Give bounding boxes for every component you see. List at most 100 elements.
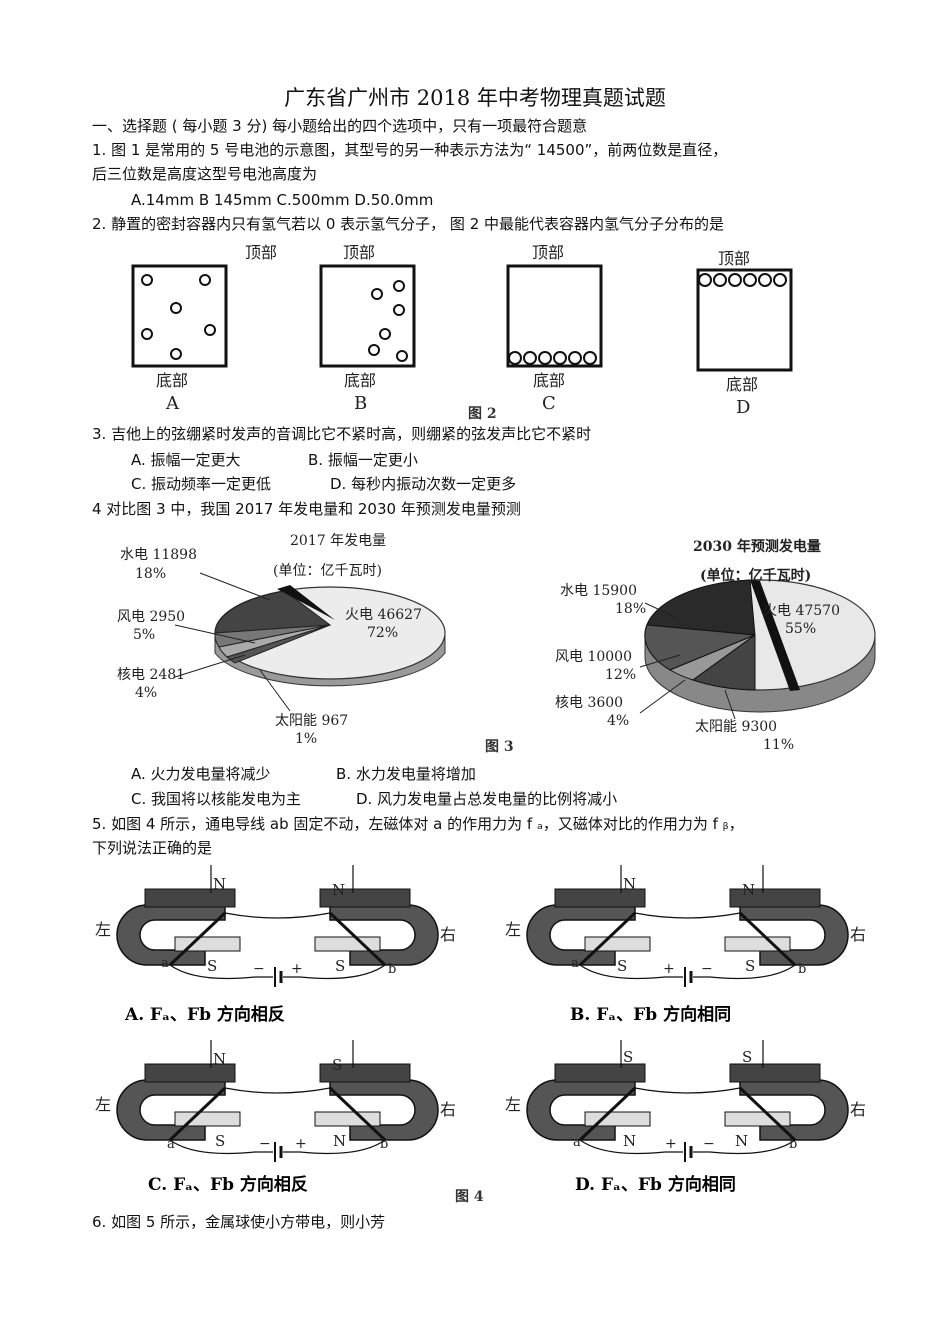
wire-end-b: b [789,1137,797,1152]
figure-4-magnet-diagrams: 左 右 N N S S a b − + A. Fₐ、Fb 方向相反 左 右 N … [95,865,866,1205]
molecule [773,273,787,287]
panel-b-right-label: 右 [850,925,866,944]
container-c-top-label: 顶部 [532,243,564,262]
chart-2017-wind-pct: 5% [133,627,155,643]
section-heading: 一、选择题 ( 每小题 3 分) 每小题给出的四个选项中，只有一项最符合题意 [92,117,588,135]
chart-2017-solar-pct: 1% [295,731,317,747]
molecule [396,350,408,362]
pie-2017-hydro-slice [214,590,332,634]
figure-3-pie-charts: 2017 年发电量 (单位：亿千瓦时) 水电 11898 18% 风电 2950… [117,533,876,755]
panel-c-left-label: 左 [95,1095,111,1114]
molecule [379,328,391,340]
question-2-text: 2. 静置的密封容器内只有氢气若以 0 表示氢气分子， 图 2 中最能代表容器内… [92,215,725,233]
molecule [141,274,153,286]
question-5-line-1: 5. 如图 4 所示，通电导线 ab 固定不动，左磁体对 a 的作用力为 f ₐ… [92,815,744,833]
pie-2030-hydro-slice [646,579,756,636]
panel-b-left-label: 左 [505,920,521,939]
molecule [170,302,182,314]
battery-terminal: + [663,961,675,977]
wire-end-a: a [573,1135,581,1150]
pole-label: S [742,1048,752,1066]
pole-label: N [623,1132,636,1150]
leader-line [639,679,686,714]
container-b-letter: B [354,393,367,414]
chart-2017-thermal-label: 火电 46627 [345,607,422,623]
figure-2-hydrogen-containers: 顶部 底部 A 顶部 底部 B 顶部 底部 C 顶部 底部 D 图 2 [131,243,793,422]
pie-2030-separator [750,580,800,691]
panel-b-caption: B. Fₐ、Fb 方向相同 [570,1004,731,1025]
figure-4-caption: 图 4 [455,1189,484,1205]
panel-c-caption: C. Fₐ、Fb 方向相反 [148,1174,308,1195]
panel-d-caption: D. Fₐ、Fb 方向相同 [575,1174,736,1195]
molecule [568,351,582,365]
leader-line [174,654,246,678]
molecule [583,351,597,365]
pole-label: N [213,875,226,893]
panel-b: 左 右 N N S S a b + − B. Fₐ、Fb 方向相同 [505,865,866,1025]
battery-terminal: − [259,1136,271,1152]
question-1-options: A.14mm B 145mm C.500mm D.50.0mm [131,191,434,209]
wire-end-b: b [798,962,806,977]
page-title: 广东省广州市 2018 年中考物理真题试题 [284,86,666,110]
chart-2030-solar-pct: 11% [763,737,794,753]
battery-terminal: − [701,961,713,977]
chart-2030-unit: (单位：亿千瓦时) [700,567,811,584]
pole-label: N [213,1050,226,1068]
pole-label: N [735,1132,748,1150]
leader-line [199,572,271,601]
question-3-option-a: A. 振幅一定更大 [131,451,241,469]
container-b [319,264,416,368]
wire-end-a: a [161,956,169,971]
molecule [371,288,383,300]
container-a-letter: A [165,393,180,414]
chart-2017-nuclear-pct: 4% [135,685,157,701]
chart-2017-wind-label: 风电 2950 [117,609,185,625]
panel-d-left-label: 左 [505,1095,521,1114]
pie-2030-wind-slice [644,624,756,671]
molecule [743,273,757,287]
molecule [141,328,153,340]
chart-2017-title: 2017 年发电量 [290,533,386,549]
pole-label: S [332,1056,342,1074]
panel-c: 左 右 N S S N a b − + C. Fₐ、Fb 方向相反 [95,1038,456,1195]
pole-label: N [332,881,345,899]
chart-2030-solar-label: 太阳能 9300 [695,719,777,735]
battery-terminal: + [291,961,303,977]
leader-line [639,654,681,668]
chart-2030-nuclear-pct: 4% [607,713,629,729]
question-3-text: 3. 吉他上的弦绷紧时发声的音调比它不紧时高，则绷紧的弦发声比它不紧时 [92,425,592,443]
container-c [506,264,603,368]
battery-terminal: − [703,1136,715,1152]
molecule [553,351,567,365]
question-3-option-d: D. 每秒内振动次数一定更多 [330,475,517,493]
pole-label: S [617,957,627,975]
chart-2017-unit: (单位：亿千瓦时) [273,563,382,579]
chart-2017-thermal-pct: 72% [367,625,398,641]
molecule [728,273,742,287]
container-c-bottom-label: 底部 [533,371,565,390]
molecule [698,273,712,287]
battery-terminal: + [295,1136,307,1152]
chart-2030-wind-pct: 12% [605,667,636,683]
molecule [204,324,216,336]
leader-line [644,602,676,618]
panel-d-right-label: 右 [850,1100,866,1119]
leader-line [724,689,736,720]
molecule [368,344,380,356]
pie-2017 [214,585,446,687]
molecule [170,348,182,360]
figure-2-caption: 图 2 [468,406,497,422]
battery-terminal: + [665,1136,677,1152]
chart-2017-hydro-pct: 18% [135,566,166,582]
question-4-option-b: B. 水力发电量将增加 [336,765,476,783]
panel-a-caption: A. Fₐ、Fb 方向相反 [124,1004,285,1025]
molecule [393,304,405,316]
container-d [696,268,793,372]
panel-a-right-label: 右 [440,925,456,944]
molecule [758,273,772,287]
question-3-option-b: B. 振幅一定更小 [308,451,418,469]
container-b-top-label: 顶部 [343,243,375,262]
wire-end-a: a [571,956,579,971]
molecule [508,351,522,365]
chart-2030-nuclear-label: 核电 3600 [555,695,623,711]
